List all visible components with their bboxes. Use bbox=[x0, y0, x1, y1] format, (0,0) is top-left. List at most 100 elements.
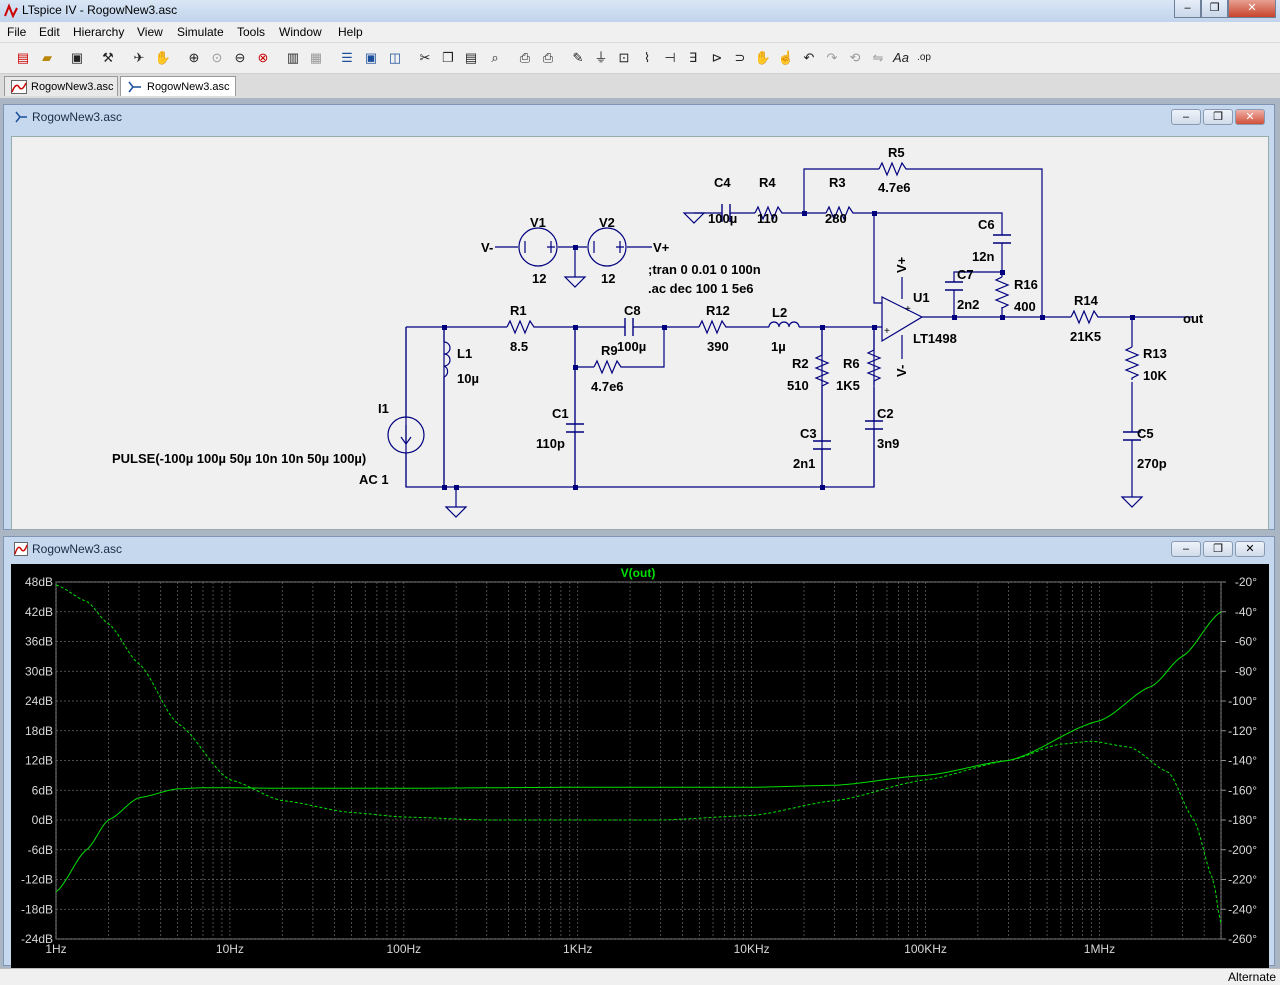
opamp-plus-pin: + bbox=[884, 326, 890, 337]
cut-icon[interactable]: ✂ bbox=[419, 50, 431, 65]
diode-icon[interactable]: ⊳ bbox=[711, 50, 723, 65]
move-icon[interactable]: ✋ bbox=[754, 50, 772, 65]
menu-hierarchy[interactable]: Hierarchy bbox=[73, 25, 125, 39]
y2-tick-label: -140° bbox=[1228, 754, 1257, 768]
waveform-icon bbox=[14, 542, 28, 556]
pan-icon[interactable]: ⊙ bbox=[211, 50, 223, 65]
mdi-workspace: RogowNew3.asc ‒ ❐ ✕ bbox=[0, 98, 1280, 970]
r3-symbol bbox=[825, 205, 856, 221]
rotate-icon[interactable]: ⟲ bbox=[849, 50, 861, 65]
schematic-icon bbox=[15, 111, 27, 123]
r4-symbol bbox=[754, 205, 785, 221]
resistor-icon[interactable]: ⌇ bbox=[643, 50, 651, 65]
v2-symbol bbox=[587, 227, 627, 267]
halt-icon[interactable]: ✋ bbox=[154, 50, 172, 65]
text-icon[interactable]: Aa bbox=[893, 50, 909, 65]
find-icon[interactable]: ⌕ bbox=[491, 50, 499, 65]
menu-tools[interactable]: Tools bbox=[237, 25, 266, 39]
y2-tick-label: -240° bbox=[1228, 902, 1257, 916]
waveform-icon[interactable]: ▦ bbox=[309, 50, 323, 65]
menu-view[interactable]: View bbox=[137, 25, 163, 39]
menu-simulate[interactable]: Simulate bbox=[177, 25, 224, 39]
v2-value: 12 bbox=[601, 271, 615, 286]
schematic-minimize-button[interactable]: ‒ bbox=[1171, 109, 1201, 125]
cascade-icon[interactable]: ◫ bbox=[388, 50, 402, 65]
paste-icon[interactable]: ▤ bbox=[464, 50, 478, 65]
print-icon[interactable]: ⎙ bbox=[542, 50, 554, 65]
c4-label: C4 bbox=[714, 175, 731, 190]
c6-symbol bbox=[993, 234, 1011, 244]
capacitor-icon[interactable]: ⊣ bbox=[664, 50, 676, 65]
r12-value: 390 bbox=[707, 339, 729, 354]
inductor-icon[interactable]: ∃ bbox=[688, 50, 698, 65]
save-icon[interactable]: ▣ bbox=[70, 50, 84, 65]
ground-icon[interactable]: ⏚ bbox=[594, 50, 608, 65]
r16-label: R16 bbox=[1014, 277, 1038, 292]
c5-symbol bbox=[1123, 431, 1141, 441]
tile-horizontal-icon[interactable]: ☰ bbox=[341, 50, 353, 65]
y-tick-label: 18dB bbox=[25, 724, 53, 738]
schematic-close-button[interactable]: ✕ bbox=[1235, 109, 1265, 125]
x-tick-label: 10Hz bbox=[216, 942, 244, 956]
control-panel-icon[interactable]: ⚒ bbox=[102, 50, 114, 65]
redo-icon[interactable]: ↷ bbox=[826, 50, 838, 65]
ground-symbol bbox=[1120, 496, 1144, 508]
label-net-icon[interactable]: ⊡ bbox=[618, 50, 630, 65]
r13-symbol bbox=[1124, 346, 1140, 380]
l1-symbol bbox=[443, 341, 451, 378]
plot-window-title: RogowNew3.asc bbox=[32, 542, 123, 556]
menu-help[interactable]: Help bbox=[338, 25, 363, 39]
r2-symbol bbox=[814, 354, 830, 390]
zoom-fit-icon[interactable]: ⊗ bbox=[257, 50, 269, 65]
undo-icon[interactable]: ↶ bbox=[803, 50, 815, 65]
y-tick-label: -24dB bbox=[21, 932, 53, 946]
tab-schematic[interactable]: RogowNew3.asc bbox=[120, 76, 236, 96]
r14-symbol bbox=[1070, 309, 1101, 325]
autorange-icon[interactable]: ▥ bbox=[286, 50, 300, 65]
mirror-icon[interactable]: ⇋ bbox=[872, 50, 884, 65]
close-button[interactable]: ✕ bbox=[1228, 0, 1276, 18]
r3-value: 280 bbox=[825, 211, 847, 226]
x-tick-label: 100KHz bbox=[904, 942, 947, 956]
menu-edit[interactable]: Edit bbox=[39, 25, 60, 39]
minimize-button[interactable]: ‒ bbox=[1174, 0, 1201, 18]
zoom-out-icon[interactable]: ⊖ bbox=[234, 50, 246, 65]
x-tick-label: 100Hz bbox=[386, 942, 421, 956]
print-preview-icon[interactable]: ⎙ bbox=[519, 50, 531, 65]
plot-close-button[interactable]: ✕ bbox=[1235, 541, 1265, 557]
r5-label: R5 bbox=[888, 145, 905, 160]
run-icon[interactable]: ✈ bbox=[133, 50, 145, 65]
wire-icon[interactable]: ✎ bbox=[572, 50, 584, 65]
c3-symbol bbox=[813, 440, 831, 450]
r9-symbol bbox=[593, 359, 624, 375]
menu-file[interactable]: File bbox=[7, 25, 27, 39]
zoom-in-icon[interactable]: ⊕ bbox=[188, 50, 200, 65]
plot-minimize-button[interactable]: ‒ bbox=[1171, 541, 1201, 557]
schematic-canvas[interactable]: V1 12 V2 12 V- V+ ;tran 0 0.01 0 100n .a… bbox=[11, 136, 1269, 530]
open-icon[interactable]: ▰ bbox=[42, 50, 52, 65]
c5-value: 270p bbox=[1137, 456, 1167, 471]
tab-waveform-label: RogowNew3.asc bbox=[31, 81, 114, 93]
r2-label: R2 bbox=[792, 356, 809, 371]
tab-schematic-label: RogowNew3.asc bbox=[147, 81, 230, 93]
menu-bar: File Edit Hierarchy View Simulate Tools … bbox=[0, 22, 1280, 42]
copy-icon[interactable]: ❐ bbox=[442, 50, 454, 65]
plot-restore-button[interactable]: ❐ bbox=[1203, 541, 1233, 557]
restore-button[interactable]: ❐ bbox=[1201, 0, 1228, 18]
tab-waveform[interactable]: RogowNew3.asc bbox=[4, 76, 118, 96]
new-schematic-icon[interactable]: ▤ bbox=[16, 50, 30, 65]
pulse-spec: PULSE(-100µ 100µ 50µ 10n 10n 50µ 100µ) bbox=[112, 451, 366, 466]
ground-symbol bbox=[444, 506, 468, 518]
r13-label: R13 bbox=[1143, 346, 1167, 361]
r13-value: 10K bbox=[1143, 368, 1167, 383]
drag-icon[interactable]: ☝ bbox=[777, 50, 795, 65]
y-tick-label: 0dB bbox=[32, 813, 53, 827]
c7-value: 2n2 bbox=[957, 297, 979, 312]
menu-window[interactable]: Window bbox=[279, 25, 322, 39]
c2-symbol bbox=[865, 420, 883, 430]
spice-directive-icon[interactable]: .op bbox=[917, 52, 931, 63]
component-icon[interactable]: ⊃ bbox=[734, 50, 746, 65]
tile-vertical-icon[interactable]: ▣ bbox=[364, 50, 378, 65]
schematic-restore-button[interactable]: ❐ bbox=[1203, 109, 1233, 125]
